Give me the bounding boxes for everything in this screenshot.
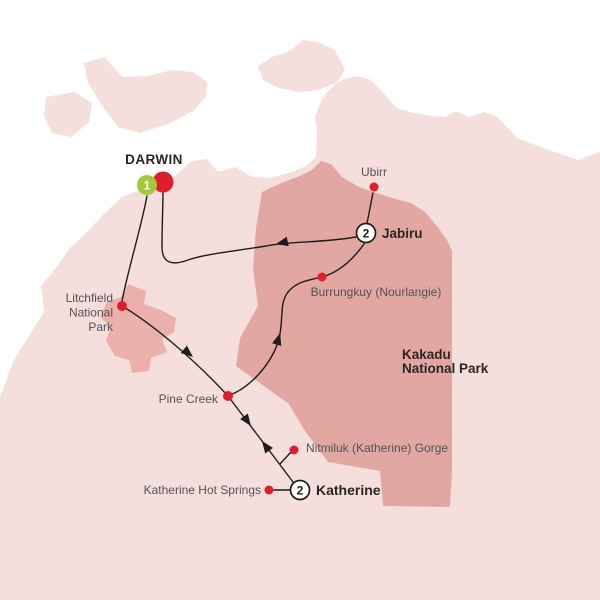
route-arrow-southeast-to-katherine bbox=[240, 413, 251, 426]
route-arrow-southeast-to-pine-creek bbox=[180, 345, 193, 357]
katherine-hot-springs-label: Katherine Hot Springs bbox=[144, 483, 261, 497]
pine-creek-label: Pine Creek bbox=[159, 392, 219, 406]
island-melville bbox=[84, 57, 207, 133]
darwin-city-marker bbox=[152, 171, 174, 193]
route-pine-creek-to-jabiru bbox=[227, 243, 365, 397]
jabiru-label: Jabiru bbox=[382, 226, 423, 241]
darwin-nights-count: 1 bbox=[144, 178, 151, 192]
darwin-nights-badge bbox=[137, 175, 157, 195]
jabiru-nights-count: 2 bbox=[363, 226, 370, 240]
litchfield-label-line2: National bbox=[69, 306, 113, 320]
route-jabiru-to-darwin bbox=[161, 192, 357, 264]
kakadu-label-line1: Kakadu bbox=[402, 347, 451, 362]
katherine-nights-count: 2 bbox=[297, 483, 304, 497]
route-spur-nitmiluk bbox=[279, 451, 292, 465]
litchfield-stop-dot bbox=[117, 301, 127, 311]
island-bathurst bbox=[44, 92, 92, 137]
hot-springs-stop-dot bbox=[264, 485, 274, 495]
kakadu-label-line2: National Park bbox=[402, 361, 489, 376]
ubirr-stop-dot bbox=[369, 182, 379, 192]
route-jabiru-to-ubirr bbox=[366, 192, 374, 224]
katherine-nights-badge bbox=[289, 479, 311, 501]
litchfield-label-line1: Litchfield bbox=[66, 291, 113, 305]
route-arrow-northwest-from-katherine bbox=[262, 441, 273, 454]
burrungkuy-label: Burrungkuy (Nourlangie) bbox=[311, 285, 442, 299]
peninsula-cobourg bbox=[258, 40, 345, 92]
route-litchfield-to-pine-creek bbox=[121, 305, 229, 397]
jabiru-nights-badge bbox=[355, 222, 377, 244]
nitmiluk-label: Nitmiluk (Katherine) Gorge bbox=[306, 441, 448, 455]
route-pine-creek-to-katherine bbox=[227, 395, 294, 483]
katherine-label: Katherine bbox=[316, 482, 381, 498]
route-arrow-north-to-jabiru bbox=[272, 333, 282, 346]
darwin-label: DARWIN bbox=[125, 152, 183, 167]
route-arrow-west-to-darwin bbox=[276, 236, 289, 247]
nitmiluk-stop-dot bbox=[289, 445, 299, 455]
region-kakadu-national-park bbox=[236, 161, 452, 507]
ubirr-label: Ubirr bbox=[361, 165, 387, 179]
burrungkuy-stop-dot bbox=[317, 272, 327, 282]
pine-creek-stop-dot bbox=[223, 391, 233, 401]
route-darwin-to-litchfield bbox=[121, 195, 148, 302]
litchfield-label-line3: Park bbox=[88, 320, 114, 334]
